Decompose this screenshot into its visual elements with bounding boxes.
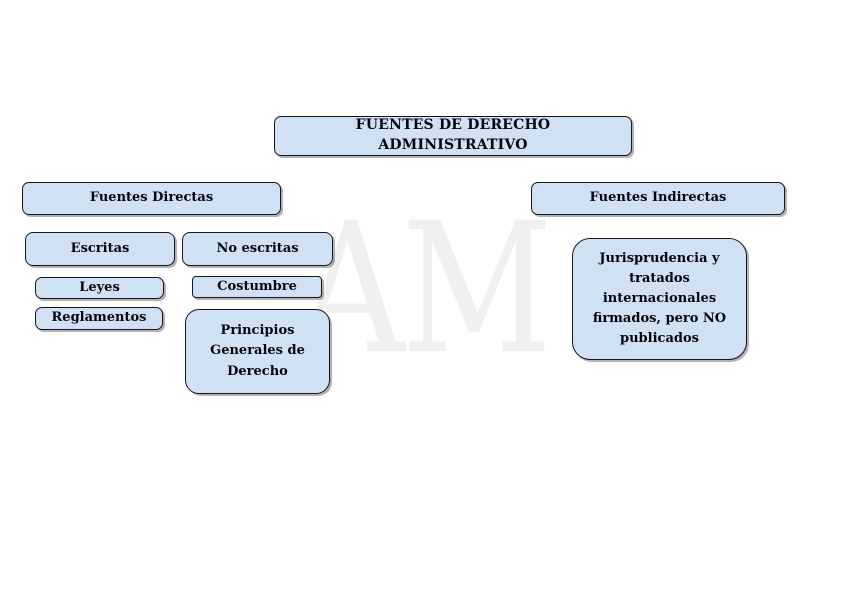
- node-no-escritas: No escritas: [182, 232, 333, 266]
- node-reglamentos: Reglamentos: [35, 307, 163, 330]
- node-costumbre: Costumbre: [192, 276, 322, 298]
- node-jurisprudencia: Jurisprudencia y tratados internacionale…: [572, 238, 747, 360]
- node-fuentes-directas: Fuentes Directas: [22, 182, 281, 215]
- node-leyes: Leyes: [35, 277, 164, 299]
- node-principios-generales: Principios Generales de Derecho: [185, 309, 330, 394]
- node-fuentes-indirectas: Fuentes Indirectas: [531, 182, 785, 215]
- node-title: FUENTES DE DERECHO ADMINISTRATIVO: [274, 116, 632, 156]
- node-escritas: Escritas: [25, 232, 175, 266]
- background-watermark: AM: [298, 185, 552, 394]
